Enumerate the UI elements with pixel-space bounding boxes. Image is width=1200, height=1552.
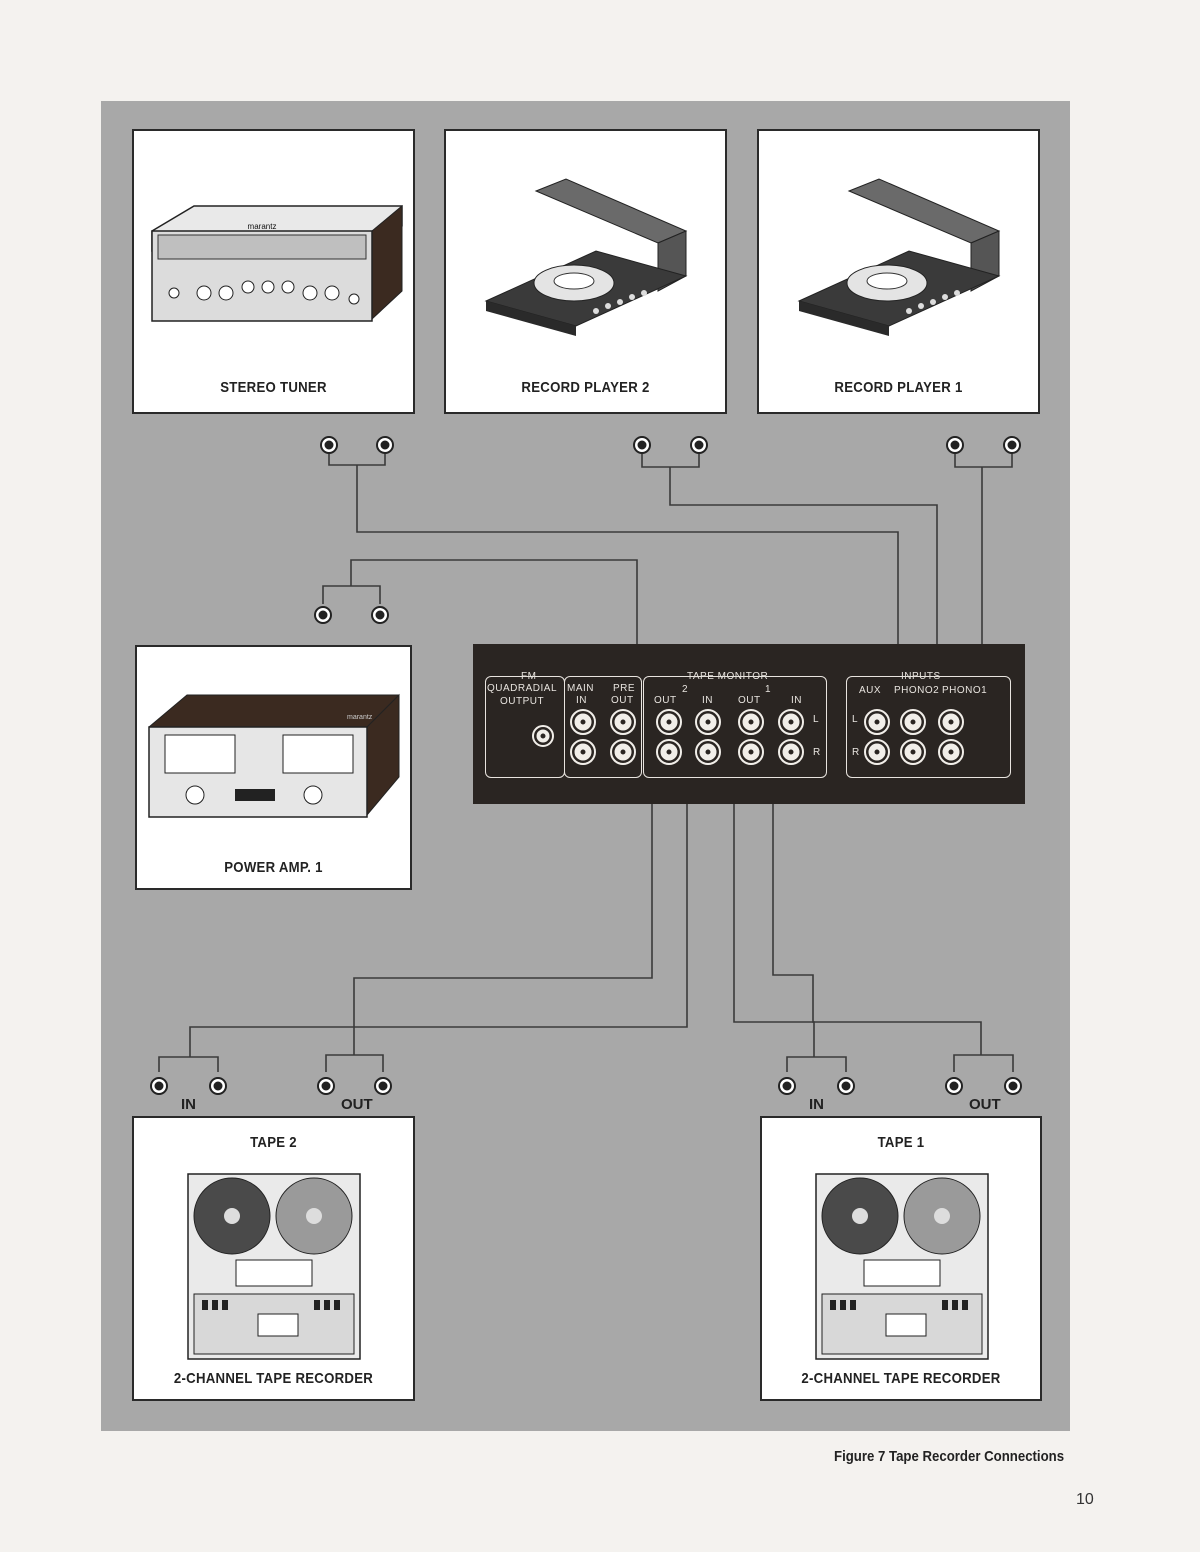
- wire-tuner-aux: [328, 452, 899, 700]
- tape-1-title: TAPE 1: [877, 1134, 925, 1151]
- right-channel-label-2: R: [813, 747, 821, 758]
- turntable-1-illustration: [797, 178, 1001, 336]
- wire-tape2out-tape2in: [158, 750, 688, 1072]
- rca-jack-icon: [778, 709, 804, 735]
- rca-jack-icon: [314, 606, 332, 624]
- rca-jack-icon: [570, 739, 596, 765]
- rca-jack-icon: [778, 739, 804, 765]
- tape-1-caption: 2-CHANNEL TAPE RECORDER: [801, 1370, 1001, 1387]
- wire-rp1-phono1: [954, 452, 1013, 700]
- tape-2-number: 2: [682, 684, 689, 695]
- rca-jack-icon: [376, 436, 394, 454]
- stereo-tuner-box: marantz STEREO TUNER: [132, 129, 415, 414]
- fm-output-jack-icon: [532, 725, 554, 747]
- tape-1-number: 1: [765, 684, 772, 695]
- tape-1-box: TAPE 1 2-CHANNEL TAPE RECORDER: [760, 1116, 1042, 1401]
- rca-jack-icon: [690, 436, 708, 454]
- main-pre-frame: [564, 676, 642, 778]
- inputs-label: INPUTS: [901, 671, 941, 682]
- rca-jack-icon: [900, 709, 926, 735]
- tape-1-recorder-illustration: [815, 1173, 989, 1360]
- fm-label: FM: [521, 671, 537, 682]
- rca-jack-icon: [946, 436, 964, 454]
- rca-jack-icon: [900, 739, 926, 765]
- rca-jack-icon: [633, 436, 651, 454]
- wire-tape2in-tape2out: [325, 770, 653, 1072]
- left-channel-label: L: [852, 714, 859, 725]
- tuner-brand-text: marantz: [248, 222, 277, 231]
- rca-jack-icon: [150, 1077, 168, 1095]
- record-player-2-box: RECORD PLAYER 2: [444, 129, 727, 414]
- tape1-in-text: IN: [791, 695, 802, 706]
- tape-2-caption: 2-CHANNEL TAPE RECORDER: [173, 1370, 374, 1387]
- tape1-in-label: IN: [809, 1096, 824, 1113]
- tape2-out-text: OUT: [654, 695, 677, 706]
- rca-jack-icon: [374, 1077, 392, 1095]
- record-player-1-box: RECORD PLAYER 1: [757, 129, 1040, 414]
- rca-jack-icon: [1003, 436, 1021, 454]
- quadradial-label: QUADRADIAL: [487, 683, 558, 694]
- main-label: MAIN: [567, 683, 594, 694]
- rca-jack-icon: [570, 709, 596, 735]
- stereo-tuner-illustration: marantz: [151, 204, 403, 322]
- figure-caption: Figure 7 Tape Recorder Connections: [834, 1448, 1065, 1465]
- rca-jack-icon: [738, 739, 764, 765]
- tape1-out-label: OUT: [969, 1096, 1001, 1113]
- right-channel-label: R: [852, 747, 860, 758]
- rca-jack-icon: [371, 606, 389, 624]
- rca-jack-icon: [695, 709, 721, 735]
- rca-jack-icon: [778, 1077, 796, 1095]
- rca-jack-icon: [610, 709, 636, 735]
- pre-out-label: OUT: [611, 695, 634, 706]
- phono2-label: PHONO2: [894, 685, 940, 696]
- rca-jack-icon: [945, 1077, 963, 1095]
- tape2-in-label: IN: [181, 1096, 196, 1113]
- main-in-label: IN: [576, 695, 587, 706]
- rca-jack-icon: [656, 709, 682, 735]
- rca-jack-icon: [938, 739, 964, 765]
- power-amp-1-box: marantz POWER AMP. 1: [135, 645, 412, 890]
- tape-monitor-frame: [643, 676, 827, 778]
- rca-jack-icon: [1004, 1077, 1022, 1095]
- wire-rp2-phono2: [641, 452, 938, 700]
- page-number: 10: [1076, 1491, 1094, 1508]
- pre-label: PRE: [613, 683, 636, 694]
- rca-jack-icon: [864, 709, 890, 735]
- tape-2-recorder-illustration: [187, 1173, 361, 1360]
- power-amp-illustration: marantz: [148, 693, 400, 818]
- amp-brand-text: marantz: [347, 714, 373, 721]
- power-amp-1-label: POWER AMP. 1: [224, 859, 323, 876]
- rca-jack-icon: [864, 739, 890, 765]
- preamp-jack-row: [532, 709, 964, 765]
- rca-jack-icon: [837, 1077, 855, 1095]
- wire-tape1out-tape1in: [733, 770, 847, 1072]
- record-player-1-label: RECORD PLAYER 1: [834, 379, 963, 396]
- wire-tape1in-tape1out: [772, 770, 1014, 1072]
- rca-jack-icon: [656, 739, 682, 765]
- rca-jack-icon: [938, 709, 964, 735]
- record-player-2-label: RECORD PLAYER 2: [521, 379, 650, 396]
- tape-2-box: TAPE 2 2-CHANNEL TAPE RECORDER: [132, 1116, 415, 1401]
- rca-jack-icon: [209, 1077, 227, 1095]
- turntable-2-illustration: [484, 178, 688, 336]
- preamp-rear-panel: FM QUADRADIAL OUTPUT MAIN IN PRE OUT TAP…: [473, 644, 1025, 804]
- tape2-out-label: OUT: [341, 1096, 373, 1113]
- inputs-frame: [846, 676, 1011, 778]
- left-channel-label-2: L: [813, 714, 820, 725]
- rca-jack-icon: [738, 709, 764, 735]
- tape-2-title: TAPE 2: [250, 1134, 297, 1151]
- tape1-out-text: OUT: [738, 695, 761, 706]
- tape-monitor-label: TAPE MONITOR: [687, 671, 769, 682]
- rca-jack-icon: [610, 739, 636, 765]
- wire-preout-amp: [322, 559, 638, 712]
- rca-jack-icon: [695, 739, 721, 765]
- phono1-label: PHONO1: [942, 685, 988, 696]
- output-label: OUTPUT: [500, 696, 545, 707]
- tape2-in-text: IN: [702, 695, 713, 706]
- stereo-tuner-label: STEREO TUNER: [220, 379, 327, 396]
- aux-label: AUX: [859, 685, 882, 696]
- rca-jack-icon: [317, 1077, 335, 1095]
- rca-jack-icon: [320, 436, 338, 454]
